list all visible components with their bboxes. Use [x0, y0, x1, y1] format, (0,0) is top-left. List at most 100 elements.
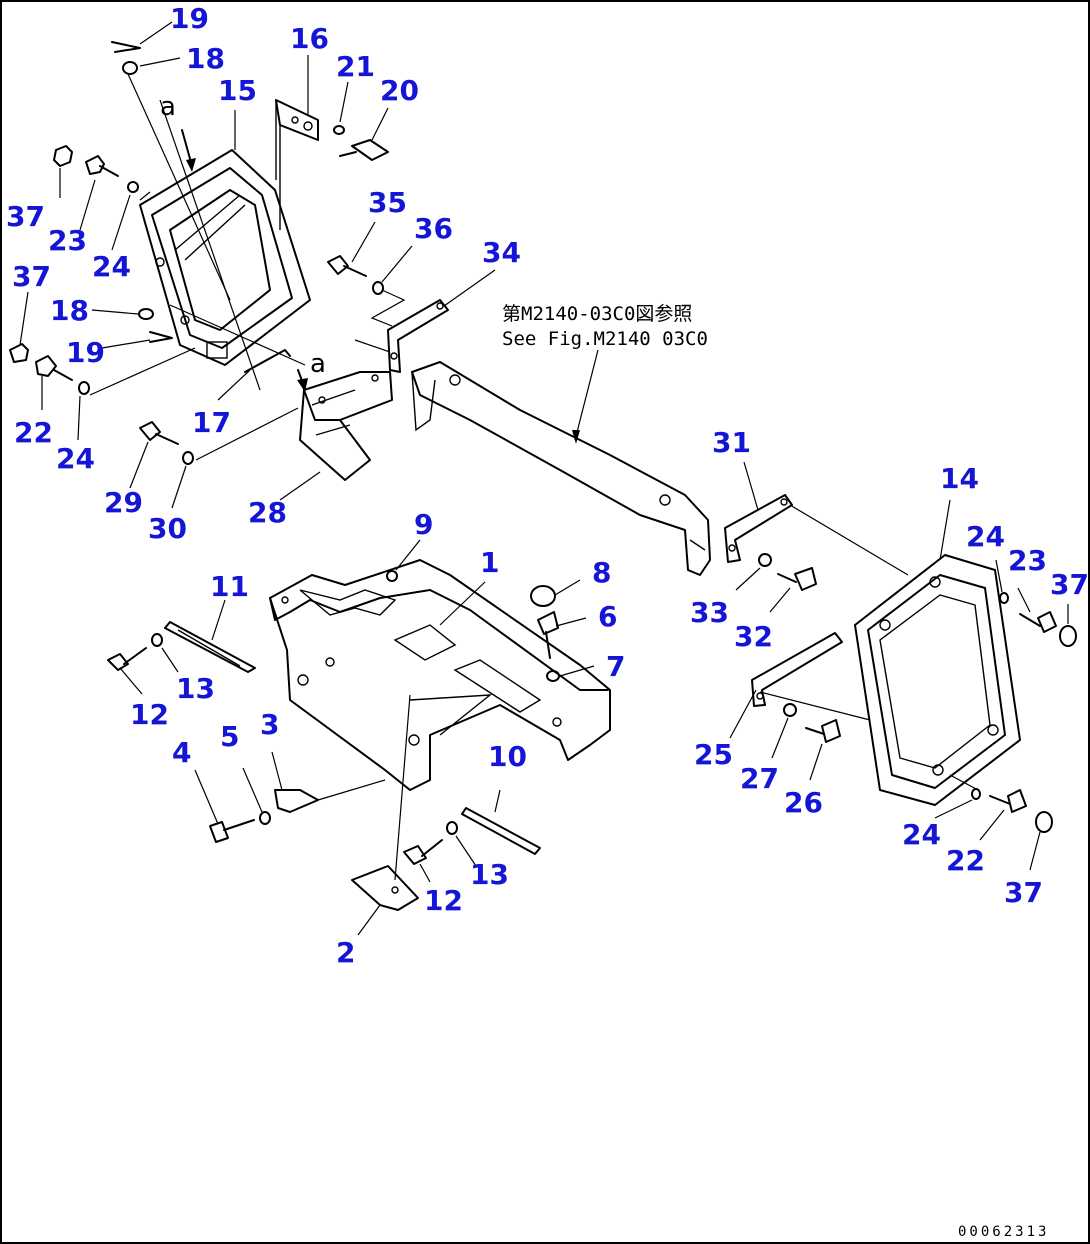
washer-24-a — [127, 181, 139, 193]
reference-note-japanese: 第M2140-03C0図参照 — [502, 303, 692, 325]
cap-8 — [530, 585, 556, 607]
washer-7 — [546, 670, 560, 682]
plate-10 — [461, 807, 541, 855]
bolt-20 — [339, 139, 389, 161]
part-number-37-b: 37 — [12, 260, 51, 293]
part-number-19-top: 19 — [170, 2, 209, 35]
bolt-32 — [777, 567, 817, 591]
part-number-18-top: 18 — [186, 42, 225, 75]
bolt-29 — [139, 421, 179, 445]
bolt-26 — [805, 719, 841, 743]
washer-36 — [372, 281, 384, 295]
part-number-2: 2 — [336, 936, 355, 969]
bolt-23-a — [85, 155, 119, 177]
plate-2 — [351, 865, 419, 911]
washer-24-b — [78, 381, 90, 395]
part-number-22-a: 22 — [14, 416, 53, 449]
leader-lines — [19, 21, 1069, 936]
part-number-23-b: 23 — [1008, 544, 1047, 577]
frame-bracket-15 — [139, 149, 311, 366]
part-number-1: 1 — [480, 546, 499, 579]
part-number-37-d: 37 — [1004, 876, 1043, 909]
part-number-10: 10 — [488, 740, 527, 773]
part-number-24-b: 24 — [56, 442, 95, 475]
part-number-27: 27 — [740, 762, 779, 795]
part-numbers: 19 18 15 16 21 20 37 23 24 37 18 19 22 2… — [6, 2, 1089, 969]
bracket-3 — [274, 789, 319, 813]
bolt-35 — [327, 255, 367, 277]
cross-beam — [411, 361, 711, 576]
bolt-12-b — [403, 839, 443, 865]
plug-9 — [386, 570, 398, 582]
reference-note-english: See Fig.M2140 03C0 — [502, 328, 708, 350]
pin-17 — [244, 349, 291, 373]
part-number-13-b: 13 — [470, 858, 509, 891]
detail-arrowhead-a-2 — [297, 378, 308, 392]
part-number-13-a: 13 — [176, 672, 215, 705]
reference-arrowhead — [572, 430, 580, 444]
pin-19-b — [149, 331, 173, 343]
part-number-28: 28 — [248, 496, 287, 529]
part-number-15: 15 — [218, 74, 257, 107]
washer-13-a — [151, 633, 163, 647]
part-number-21: 21 — [336, 50, 375, 83]
part-number-4: 4 — [172, 736, 191, 769]
frame-bracket-14 — [854, 554, 1021, 806]
part-number-34: 34 — [482, 236, 521, 269]
bracket-31 — [724, 494, 793, 563]
nut-37-d — [1035, 811, 1053, 833]
part-number-25: 25 — [694, 738, 733, 771]
part-number-31: 31 — [712, 426, 751, 459]
part-number-26: 26 — [784, 786, 823, 819]
part-number-22-b: 22 — [946, 844, 985, 877]
detail-mark-a-1: a — [160, 92, 176, 122]
figure-code: 00062313 — [958, 1224, 1049, 1240]
part-number-14: 14 — [940, 462, 979, 495]
part-number-12-a: 12 — [130, 698, 169, 731]
part-number-33: 33 — [690, 596, 729, 629]
part-number-5: 5 — [220, 720, 239, 753]
washer-30 — [182, 451, 194, 465]
plate-11 — [164, 621, 256, 673]
part-number-36: 36 — [414, 212, 453, 245]
bolt-6 — [537, 611, 559, 659]
pin-19-top — [111, 41, 141, 53]
bracket-34 — [387, 299, 449, 373]
part-number-9: 9 — [414, 508, 433, 541]
part-number-11: 11 — [210, 570, 249, 603]
part-number-24-d: 24 — [902, 818, 941, 851]
bolt-22-a — [35, 355, 73, 381]
part-number-16: 16 — [290, 22, 329, 55]
bolt-23-b — [1019, 611, 1057, 633]
part-number-18-b: 18 — [50, 294, 89, 327]
washer-21 — [333, 125, 345, 135]
part-number-7: 7 — [606, 650, 625, 683]
part-number-35: 35 — [368, 186, 407, 219]
nut-37-a — [53, 145, 73, 167]
part-number-23-a: 23 — [48, 224, 87, 257]
part-number-30: 30 — [148, 512, 187, 545]
part-number-20: 20 — [380, 74, 419, 107]
detail-mark-a-2: a — [310, 349, 326, 379]
washer-33 — [758, 553, 772, 567]
bolt-12-a — [107, 647, 147, 671]
part-number-37-c: 37 — [1050, 568, 1089, 601]
washer-18-b — [138, 308, 154, 320]
part-number-3: 3 — [260, 708, 279, 741]
bracket-16 — [275, 99, 319, 230]
washer-18-top — [122, 61, 138, 75]
part-number-37-a: 37 — [6, 200, 45, 233]
part-number-24-c: 24 — [966, 520, 1005, 553]
part-number-17: 17 — [192, 406, 231, 439]
part-number-19-b: 19 — [66, 336, 105, 369]
washer-5 — [259, 811, 271, 825]
nut-37-c — [1059, 625, 1077, 647]
detail-arrowhead-a-1 — [186, 158, 196, 172]
part-number-24-a: 24 — [92, 250, 131, 283]
bracket-25 — [751, 632, 843, 707]
washer-13-b — [446, 821, 458, 835]
bracket-28 — [299, 371, 393, 481]
main-bracket-1 — [269, 559, 611, 791]
